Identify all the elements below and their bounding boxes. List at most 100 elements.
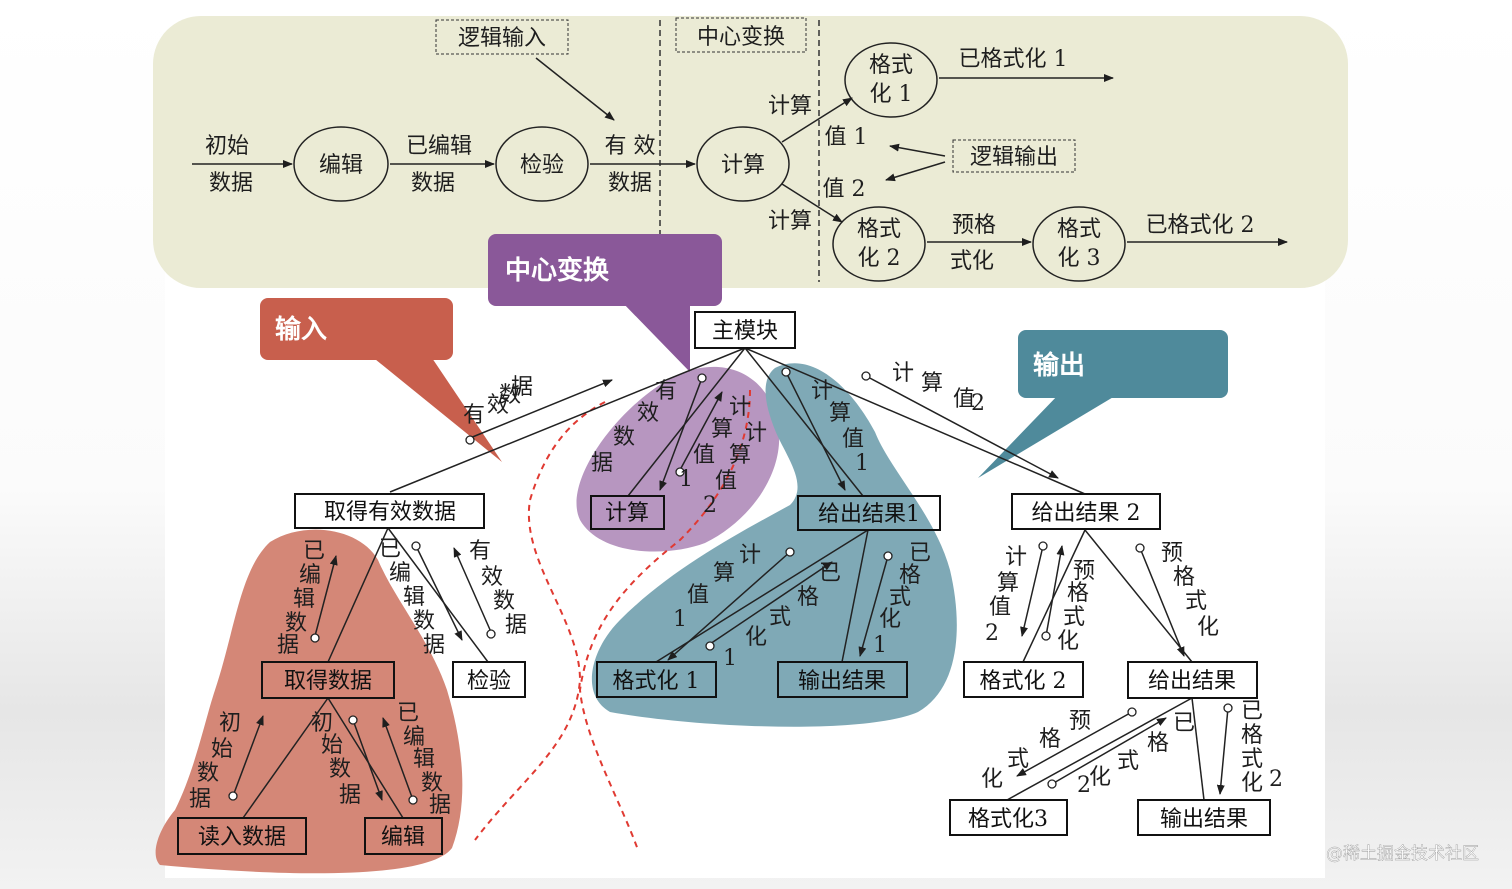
output-result-mid-box xyxy=(777,661,908,698)
boundary-dash-left xyxy=(474,401,606,841)
flow-label-r1-formatted1-char: 化 xyxy=(745,625,767,650)
give-result1-label: 给出结果1 xyxy=(818,502,920,527)
flow-label-r1-out-formatted-char: 格 xyxy=(899,563,921,588)
format2-module-label: 格式化 2 xyxy=(980,669,1067,694)
flow-label-main-compute-value2-char: 值 xyxy=(715,469,737,494)
flow-compute-down-arrow xyxy=(781,183,843,223)
center-region xyxy=(576,366,780,552)
flow-label-r2-value2-char: 计 xyxy=(1005,545,1027,570)
format2-process-line2: 化 2 xyxy=(858,246,901,271)
flow-label-main-result1-value-char: 值 xyxy=(842,427,864,452)
output-result-mid-label: 输出结果 xyxy=(798,669,886,694)
flow-label-main-compute-valid-char: 据 xyxy=(591,451,613,476)
flow-label-main-valid-data-char: 效 xyxy=(487,393,509,418)
flow-label-gvd-edited-down-char: 已 xyxy=(379,537,401,562)
center-callout-label: 中心变换 xyxy=(505,255,610,286)
flow-label-gvd-edited-down-char: 据 xyxy=(423,633,445,658)
flow-label-gvd-edited-down-char: 编 xyxy=(389,561,411,586)
center-callout: 中心变换 xyxy=(488,234,722,372)
initial-data-line1: 初始 xyxy=(205,134,249,159)
formatted2-label: 已格式化 2 xyxy=(1146,213,1255,238)
flow-label-main-result2-value-char: 算 xyxy=(921,371,943,396)
flow-logic-out-up-arrow xyxy=(889,143,946,157)
output-result-right-label: 输出结果 xyxy=(1160,807,1248,832)
compute-module-label: 计算 xyxy=(605,501,649,526)
format3-module-label: 格式化3 xyxy=(968,807,1048,832)
center-transform-box xyxy=(675,17,807,53)
give-result-label: 给出结果 xyxy=(1148,669,1236,694)
format2-module-box xyxy=(963,661,1084,698)
flow-label-gr-out-formatted2-char: 格 xyxy=(1241,723,1263,748)
flow-label-gd-initial-up-char: 据 xyxy=(189,787,211,812)
get-valid-data-label: 取得有效数据 xyxy=(324,500,456,525)
flow-label-gr-formatted2-char: 化 xyxy=(1089,765,1111,790)
center-transform-label: 中心变换 xyxy=(697,25,785,50)
format3-module-box xyxy=(949,799,1068,836)
check-module-label: 检验 xyxy=(467,669,511,694)
give-result-box xyxy=(1127,661,1258,699)
flow-label-gd-initial-up-char: 始 xyxy=(211,737,233,762)
flow-label-gd-initial-down-char: 数 xyxy=(329,757,351,782)
flow-label-gr-preformat-char: 预 xyxy=(1069,709,1091,734)
preformat-line1: 预格 xyxy=(952,213,996,238)
input-callout: 输入 xyxy=(260,298,502,462)
flow-label-gr-preformat-char: 化 xyxy=(981,767,1003,792)
flow-label-r1-out-formatted-char: 已 xyxy=(909,541,931,566)
data-couple-tails xyxy=(228,367,1233,805)
format1-module-label: 格式化 1 xyxy=(613,669,700,694)
flow-label-main-valid-data-char: 数 xyxy=(499,383,521,408)
input-callout-label: 输入 xyxy=(275,314,327,345)
logic-output-box xyxy=(952,139,1076,173)
flow-label-gr-formatted2-char: 格 xyxy=(1147,731,1169,756)
data-couple-arrows xyxy=(232,371,1229,801)
logic-input-label: 逻辑输入 xyxy=(458,26,546,51)
dfd-flow-arrows xyxy=(192,57,1288,246)
dfd-panel xyxy=(153,16,1348,288)
compute-process-label: 计算 xyxy=(721,153,765,178)
flow-label-r1-out-formatted-char: 化 xyxy=(879,607,901,632)
flow-label-r1-formatted1-char: 1 xyxy=(723,646,737,671)
compute-top-label: 计算 xyxy=(768,94,812,119)
flow-label-main-compute-value2-char: 计 xyxy=(745,421,767,446)
flow-label-main-compute-valid-char: 数 xyxy=(613,425,635,450)
watermark: @稀土掘金技术社区 xyxy=(1326,844,1479,864)
flow-label-gvd-edited-char: 编 xyxy=(299,563,321,588)
edited-data-line1: 已编辑 xyxy=(406,134,472,159)
get-data-label: 取得数据 xyxy=(284,669,372,694)
compute-module-box xyxy=(590,495,665,530)
flow-label-gr-preformat-char: 格 xyxy=(1039,727,1061,752)
flow-label-gr-out-formatted2-char: 已 xyxy=(1241,699,1263,724)
flow-label-gvd-valid-up-char: 数 xyxy=(493,589,515,614)
preformat-line2: 式化 xyxy=(950,249,994,274)
flow-label-gd-initial-up-char: 数 xyxy=(197,761,219,786)
flow-label-main-compute-value1-char: 算 xyxy=(711,417,733,442)
edit-module-box xyxy=(364,817,443,855)
flow-label-r2-preformat-char: 格 xyxy=(1067,581,1089,606)
format3-process-line2: 化 3 xyxy=(1058,246,1101,271)
flow-label-r2-value2-char: 值 xyxy=(989,595,1011,620)
flow-label-main-result1-value-char: 1 xyxy=(855,451,869,476)
edit-process-label: 编辑 xyxy=(319,153,363,178)
format3-process-line1: 格式 xyxy=(1057,217,1101,242)
flow-label-gvd-valid-up-char: 效 xyxy=(481,565,503,590)
read-data-box xyxy=(177,817,307,855)
flow-label-r1-value1-char: 计 xyxy=(739,543,761,568)
flow-label-gvd-valid-up-char: 据 xyxy=(505,613,527,638)
flow-label-gd-initial-down-char: 始 xyxy=(321,733,343,758)
flow-label-gr-formatted2-char: 式 xyxy=(1117,749,1139,774)
valid-data-line2: 数据 xyxy=(608,171,652,196)
flow-label-gr-out-formatted2-char: 式 xyxy=(1241,747,1263,772)
flow-label-r1-formatted1-char: 式 xyxy=(769,605,791,630)
flow-label-main-compute-value1-char: 1 xyxy=(679,467,693,492)
flow-label-gd-initial-up-char: 初 xyxy=(219,711,241,736)
flow-label-r2-preformat-down-char: 格 xyxy=(1173,565,1195,590)
flow-label-gr-preformat-char: 式 xyxy=(1007,747,1029,772)
data-couple-labels: 有效数据有效数据计算值1计算值2计算值1计算值2已编辑数据已编辑数据有效数据初始… xyxy=(189,361,1283,818)
flow-label-gvd-edited-char: 据 xyxy=(277,633,299,658)
flow-label-gd-edited-up-char: 已 xyxy=(397,701,419,726)
flow-label-r1-out-formatted-char: 1 xyxy=(873,633,887,658)
output-callout: 输出 xyxy=(978,330,1228,478)
flow-label-main-compute-value2-char: 算 xyxy=(729,443,751,468)
formatted1-label: 已格式化 1 xyxy=(959,47,1068,72)
flow-label-r1-out-formatted-char: 式 xyxy=(889,585,911,610)
